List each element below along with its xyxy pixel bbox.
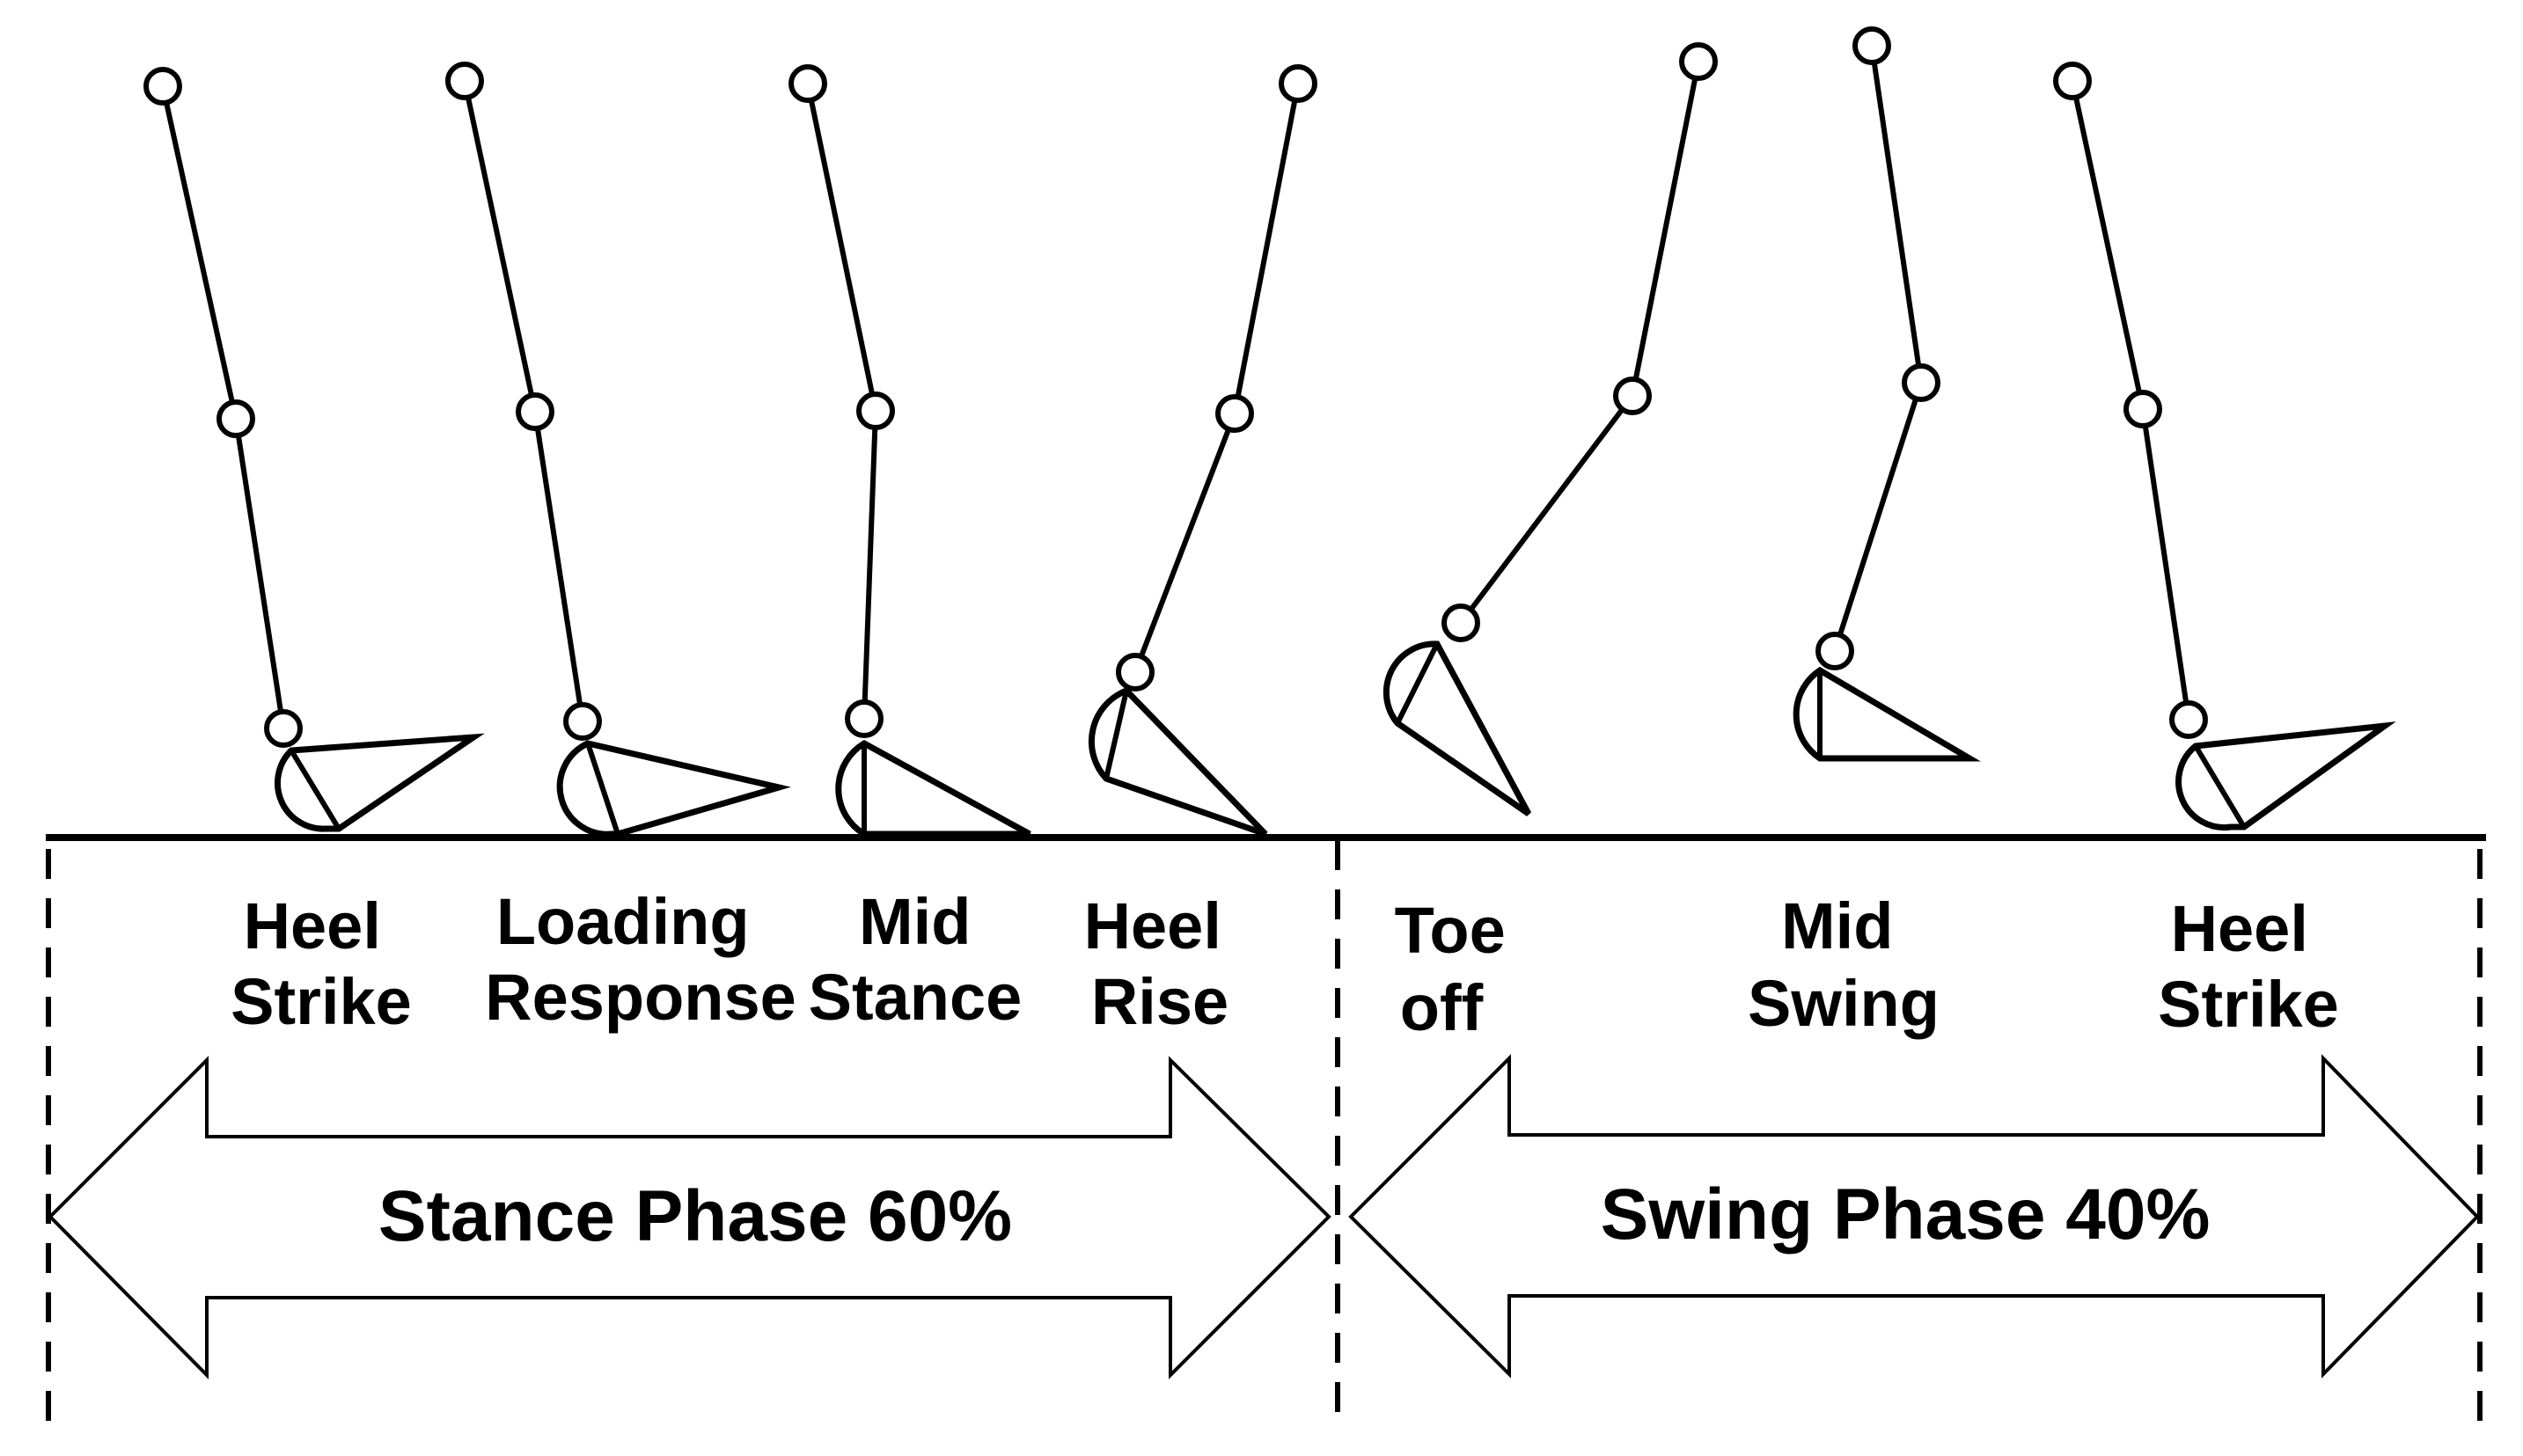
hip-joint (143, 67, 182, 106)
hip-joint (1679, 42, 1718, 81)
knee-joint (1613, 377, 1652, 415)
leg-figure-heel-strike (143, 67, 485, 832)
foot-mid-stance (835, 739, 1031, 838)
ankle-joint (1815, 632, 1854, 670)
hip-joint (788, 64, 827, 103)
phase-label-mid-stance: Mid Stance (809, 885, 1023, 1034)
foot-heel-strike-end (2175, 721, 2396, 831)
hip-joint (2053, 62, 2092, 100)
ankle-joint (563, 702, 602, 741)
ankle-joint (1441, 604, 1480, 642)
phase-label-heel-rise: Heel Rise (1084, 889, 1240, 1038)
leg-figure-heel-rise (1088, 64, 1317, 838)
hip-joint (1279, 64, 1317, 103)
phase-label-heel-strike: Heel Strike (231, 889, 412, 1038)
phase-label-mid-swing: Mid Swing (1748, 889, 1940, 1040)
stance-phase-arrow: Stance Phase 60% (48, 1056, 1331, 1379)
ankle-joint (1116, 653, 1155, 691)
leg-figure-mid-swing (1793, 26, 1981, 762)
knee-joint (2123, 390, 2162, 428)
hip-joint (445, 62, 484, 100)
ankle-joint (2169, 700, 2208, 739)
phase-label-loading-response: Loading Response (485, 885, 796, 1034)
phase-label-toe-off: Toe off (1395, 894, 1524, 1044)
foot-loading-response (556, 740, 791, 838)
ankle-joint (845, 699, 884, 738)
knee-joint (1215, 394, 1254, 433)
leg-figure-mid-stance (788, 64, 1031, 838)
leg-figure-heel-strike-end (2053, 62, 2396, 831)
foot-toe-off (1383, 640, 1532, 816)
leg-figure-loading-response (445, 62, 791, 838)
foot-heel-rise (1088, 686, 1268, 838)
hip-joint (1852, 26, 1891, 65)
phase-label-heel-strike-end: Heel Strike (2158, 892, 2339, 1041)
swing-phase-arrow: Swing Phase 40% (1348, 1054, 2480, 1379)
ankle-joint (264, 709, 303, 748)
knee-joint (856, 391, 895, 430)
foot-mid-swing (1793, 666, 1981, 762)
knee-joint (1902, 363, 1940, 402)
swing-phase-label: Swing Phase 40% (1601, 1174, 2211, 1255)
knee-joint (216, 399, 255, 438)
leg-figure-toe-off (1383, 42, 1718, 816)
foot-heel-strike (274, 733, 485, 832)
knee-joint (516, 392, 554, 431)
stance-phase-label: Stance Phase 60% (378, 1176, 1012, 1256)
phase-labels: Heel Strike Loading Response Mid Stance … (231, 885, 2339, 1044)
